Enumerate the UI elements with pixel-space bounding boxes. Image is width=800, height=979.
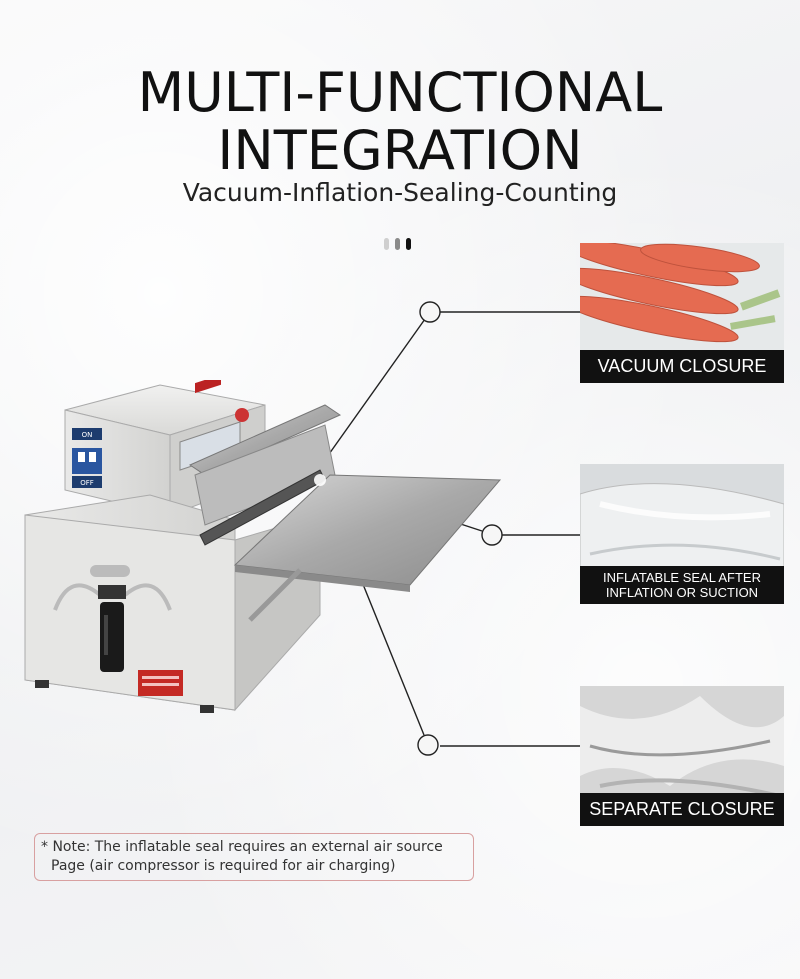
switch-on-label: ON (82, 431, 93, 439)
sealer-machine-illustration: ON OFF (24, 380, 502, 713)
feature-label-line-2: INFLATION OR SUCTION (605, 585, 759, 600)
callout-circle-2 (481, 524, 503, 546)
note-line-2: Page (air compressor is required for air… (51, 858, 396, 874)
title-line-2: INTEGRATION (217, 119, 583, 183)
dot-light (384, 238, 389, 250)
feature-label: INFLATABLE SEAL AFTER INFLATION OR SUCTI… (580, 566, 784, 604)
switch-off-label: OFF (80, 479, 94, 487)
note-box: * Note: The inflatable seal requires an … (34, 833, 474, 881)
page-subtitle: Vacuum-Inflation-Sealing-Counting (182, 178, 618, 207)
callout-circle-1 (419, 301, 441, 323)
page-title: MULTI-FUNCTIONAL INTEGRATION (0, 64, 800, 180)
dot-dark (406, 238, 411, 250)
feature-vacuum-closure: VACUUM CLOSURE (580, 243, 784, 383)
dot-mid (395, 238, 400, 250)
title-line-1: MULTI-FUNCTIONAL (137, 61, 663, 125)
feature-inflatable-seal: INFLATABLE SEAL AFTER INFLATION OR SUCTI… (580, 464, 784, 604)
callout-circle-3 (417, 734, 439, 756)
feature-label-line-1: INFLATABLE SEAL AFTER (603, 570, 761, 585)
feature-label: VACUUM CLOSURE (580, 350, 784, 383)
feature-label: SEPARATE CLOSURE (580, 793, 784, 826)
feature-separate-closure: SEPARATE CLOSURE (580, 686, 784, 826)
note-line-1: * Note: The inflatable seal requires an … (41, 839, 443, 855)
callout-line-1-diag (311, 311, 431, 479)
decorative-dots (384, 238, 411, 250)
